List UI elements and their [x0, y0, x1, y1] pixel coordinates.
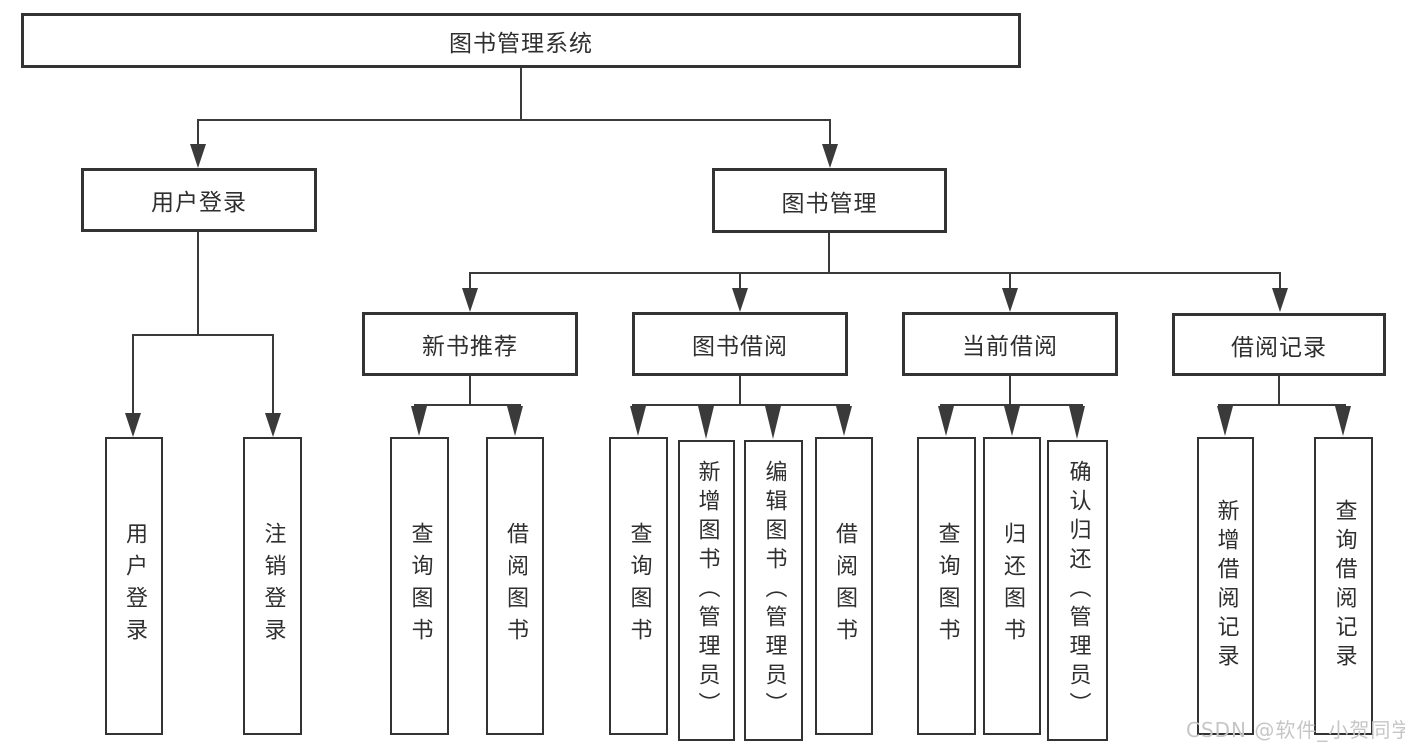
leaf-nb-query-books: 查询图书 [390, 437, 449, 735]
arrow-down-icon [765, 406, 781, 439]
connector [520, 68, 522, 121]
node-library-system: 图书管理系统 [21, 13, 1021, 68]
connector [1218, 404, 1346, 406]
connector [632, 404, 850, 406]
connector [197, 119, 199, 147]
connector [469, 272, 1281, 274]
connector [272, 334, 274, 414]
connector [197, 119, 831, 121]
connector [414, 404, 521, 406]
arrow-down-icon [411, 406, 427, 436]
leaf-bb-add-books-admin: 新增图书（管理员） [678, 440, 735, 741]
arrow-down-icon [698, 406, 714, 439]
leaf-label: 编辑图书（管理员） [761, 460, 787, 721]
leaf-label: 查询图书 [407, 522, 433, 650]
arrow-down-icon [836, 406, 852, 436]
arrow-down-icon [732, 288, 748, 312]
node-label: 新书推荐 [422, 334, 518, 360]
connector [829, 119, 831, 147]
node-label: 图书管理系统 [449, 30, 593, 57]
arrow-down-icon [1069, 406, 1085, 439]
leaf-bb-edit-books-admin: 编辑图书（管理员） [744, 440, 803, 741]
arrow-down-icon [125, 413, 141, 437]
csdn-watermark: CSDN @软件_小贺同学 [1186, 718, 1405, 742]
node-label: 图书管理 [781, 190, 878, 217]
connector [940, 404, 1083, 406]
leaf-br-add-record: 新增借阅记录 [1197, 437, 1254, 735]
arrow-down-icon [507, 406, 523, 436]
arrow-down-icon [1272, 288, 1288, 312]
leaf-label: 用户登录 [122, 522, 147, 650]
connector [739, 272, 741, 290]
connector [132, 334, 274, 336]
node-label: 用户登录 [151, 190, 247, 216]
connector [469, 272, 471, 290]
arrow-down-icon [1217, 406, 1233, 436]
node-new-book-recommend: 新书推荐 [362, 312, 578, 376]
leaf-user-login: 用户登录 [105, 437, 163, 735]
connector [469, 376, 471, 406]
arrow-down-icon [938, 406, 954, 436]
connector [197, 232, 199, 335]
leaf-label: 查询图书 [934, 522, 960, 650]
leaf-label: 查询借阅记录 [1331, 499, 1357, 673]
leaf-br-query-record: 查询借阅记录 [1314, 437, 1373, 735]
connector [1009, 376, 1011, 406]
arrow-down-icon [1002, 288, 1018, 312]
arrow-down-icon [1335, 406, 1351, 436]
connector [132, 334, 134, 414]
leaf-label: 确认归还（管理员） [1065, 460, 1091, 721]
connector [1279, 272, 1281, 290]
node-user-login: 用户登录 [81, 168, 317, 232]
leaf-logout: 注销登录 [243, 437, 302, 735]
node-label: 借阅记录 [1231, 334, 1327, 361]
leaf-bb-query-books: 查询图书 [609, 437, 668, 735]
arrow-down-icon [190, 144, 206, 168]
leaf-bb-borrow-books: 借阅图书 [815, 437, 873, 735]
arrow-down-icon [630, 406, 646, 436]
node-book-borrow: 图书借阅 [632, 312, 848, 376]
node-label: 图书借阅 [692, 334, 788, 360]
connector [739, 376, 741, 406]
leaf-label: 新增借阅记录 [1213, 499, 1239, 673]
leaf-cb-return-books: 归还图书 [983, 437, 1041, 735]
arrow-down-icon [822, 144, 838, 168]
leaf-label: 查询图书 [626, 522, 652, 650]
node-book-management: 图书管理 [712, 168, 947, 233]
leaf-cb-confirm-return-admin: 确认归还（管理员） [1047, 440, 1108, 741]
leaf-label: 新增图书（管理员） [694, 460, 720, 721]
leaf-nb-borrow-books: 借阅图书 [486, 437, 544, 735]
node-label: 当前借阅 [962, 334, 1058, 360]
arrow-down-icon [462, 288, 478, 312]
arrow-down-icon [1004, 406, 1020, 436]
node-current-borrow: 当前借阅 [902, 312, 1118, 376]
leaf-label: 注销登录 [260, 522, 286, 650]
leaf-label: 归还图书 [1000, 522, 1025, 650]
leaf-label: 借阅图书 [832, 522, 857, 650]
connector [1278, 376, 1280, 406]
connector [828, 233, 830, 273]
node-borrow-records: 借阅记录 [1172, 313, 1386, 376]
arrow-down-icon [265, 413, 281, 437]
leaf-cb-query-books: 查询图书 [917, 437, 976, 735]
connector [1009, 272, 1011, 290]
leaf-label: 借阅图书 [503, 522, 528, 650]
